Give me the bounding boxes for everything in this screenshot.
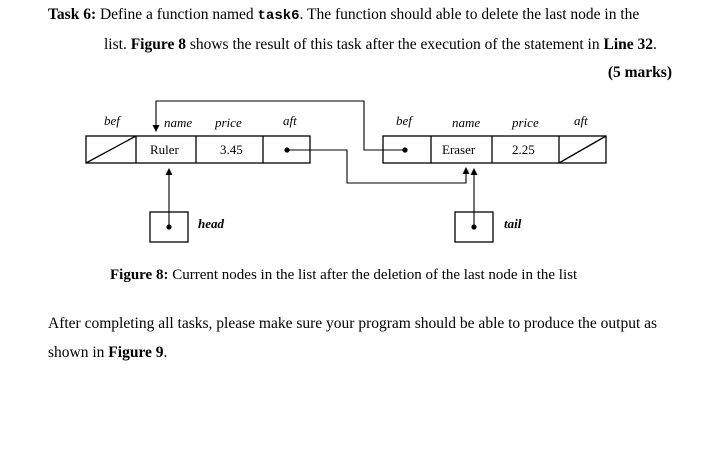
closing-line-2: shown in Figure 9. bbox=[48, 344, 167, 362]
node2-price-header: price bbox=[511, 115, 539, 130]
node2-price-value: 2.25 bbox=[512, 142, 535, 157]
prev-pointer-arrow bbox=[152, 100, 405, 151]
node2-bef-header: bef bbox=[396, 113, 414, 128]
null-slash-aft bbox=[558, 135, 607, 164]
figure-caption: Figure 8: Current nodes in the list afte… bbox=[110, 266, 577, 284]
node1-aft-header: aft bbox=[283, 113, 297, 128]
closing-line-1: After completing all tasks, please make … bbox=[48, 315, 658, 332]
null-slash-bef bbox=[85, 135, 137, 164]
node1-name-value: Ruler bbox=[150, 142, 180, 157]
node1-price-header: price bbox=[214, 115, 242, 130]
caption-label: Figure 8: bbox=[110, 267, 169, 283]
function-name: task6 bbox=[257, 8, 300, 24]
figure-8-ref: Figure 8 bbox=[130, 36, 186, 53]
closing-text-2a: shown in bbox=[48, 344, 109, 361]
head-label: head bbox=[198, 216, 225, 231]
node-ruler: Ruler 3.45 bbox=[85, 135, 311, 164]
closing-text-2b: . bbox=[163, 344, 168, 361]
task-text-1b: . The function should able to delete the… bbox=[299, 6, 640, 23]
node2-name-header: name bbox=[452, 115, 480, 130]
task-text-2c: . bbox=[653, 36, 657, 53]
node1-price-value: 3.45 bbox=[220, 142, 243, 157]
tail-pointer bbox=[454, 168, 494, 243]
marks: (5 marks) bbox=[607, 64, 672, 81]
node1-bef-header: bef bbox=[104, 113, 122, 128]
figure-9-ref: Figure 9 bbox=[108, 344, 164, 361]
node2-name-value: Eraser bbox=[442, 142, 476, 157]
task-label: Task 6: bbox=[48, 6, 97, 23]
task-line-1: Task 6: Define a function named task6. T… bbox=[48, 6, 639, 25]
node1-name-header: name bbox=[164, 115, 192, 130]
head-pointer bbox=[149, 168, 189, 243]
task-text-2b: shows the result of this task after the … bbox=[185, 36, 604, 53]
task-text-1a: Define a function named bbox=[96, 6, 258, 23]
tail-label: tail bbox=[504, 216, 522, 231]
node2-aft-header: aft bbox=[574, 113, 588, 128]
task-line-2: list. Figure 8 shows the result of this … bbox=[104, 36, 657, 54]
task-text-2a: list. bbox=[104, 36, 131, 53]
node-eraser: Eraser 2.25 bbox=[382, 135, 607, 164]
caption-text: Current nodes in the list after the dele… bbox=[168, 267, 578, 283]
next-pointer-arrow bbox=[287, 149, 470, 184]
line-32-ref: Line 32 bbox=[603, 36, 654, 53]
